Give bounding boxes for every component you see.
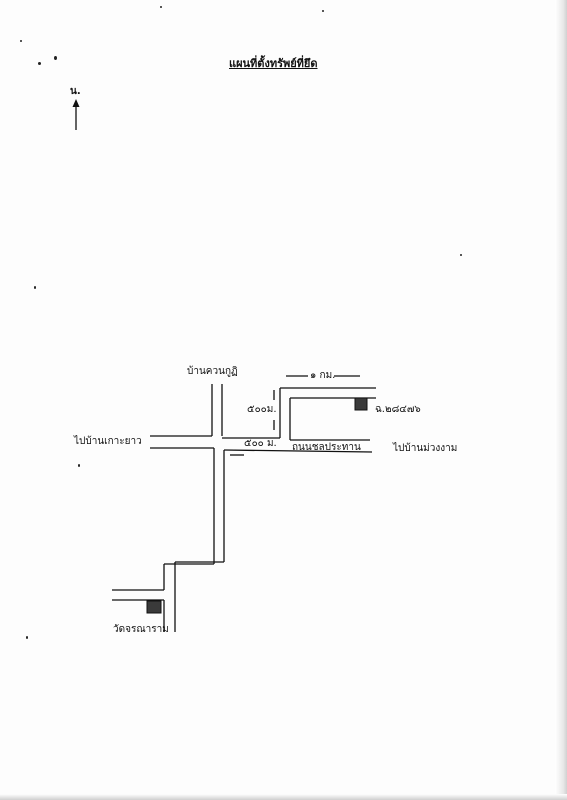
- label-road-name: ถนนชลประทาน: [292, 442, 361, 453]
- label-scale-1km: ๑ กม.: [310, 370, 336, 381]
- label-500m-road: ๕๐๐ ม.: [244, 438, 277, 449]
- label-ban-khuan-kut: บ้านควนกูฏิ: [187, 366, 238, 377]
- north-arrow-head: [72, 99, 80, 107]
- label-parcel-number: ฉ.๒๘๔๗๖: [375, 404, 421, 415]
- scan-speck: [34, 286, 36, 289]
- temple-marker: [146, 600, 162, 614]
- property-marker: [354, 397, 368, 411]
- scan-speck: [78, 464, 80, 467]
- label-wat-chon-naram: วัดจรณาราม: [113, 624, 169, 635]
- scan-speck: [460, 254, 462, 256]
- scan-speck: [54, 56, 57, 60]
- north-label: น.: [70, 86, 81, 97]
- scan-speck: [322, 10, 324, 12]
- scan-speck: [26, 636, 28, 639]
- scan-speck: [38, 62, 41, 65]
- map-title: แผนที่ตั้งทรัพย์ที่ยึด: [229, 57, 318, 70]
- scan-edge-right: [555, 0, 567, 800]
- scan-speck: [20, 40, 22, 42]
- label-to-ban-ko-yao: ไปบ้านเกาะยาว: [74, 436, 142, 447]
- scan-speck: [160, 6, 162, 8]
- label-to-ban-muang-ngam: ไปบ้านม่วงงาม: [393, 443, 458, 454]
- label-500m-vertical: ๕๐๐ม.: [247, 404, 277, 415]
- road-main-bottom-edge-east: [223, 449, 373, 453]
- scan-edge-bottom: [0, 794, 567, 800]
